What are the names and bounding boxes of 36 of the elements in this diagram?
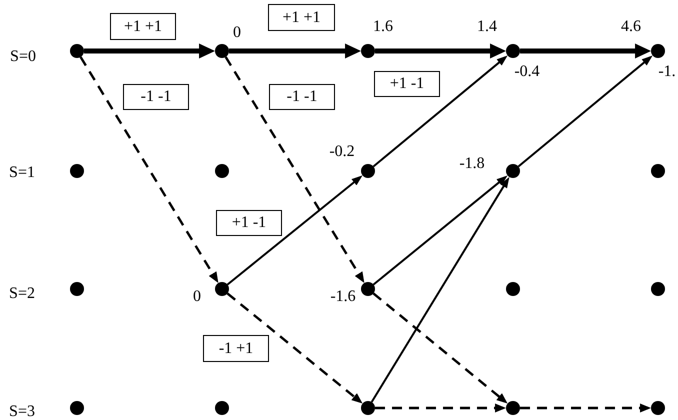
- value-label: 0: [193, 289, 201, 305]
- boxed-label: -1 -1: [123, 84, 189, 110]
- dashed-arrow: [375, 404, 506, 412]
- arrow: [372, 55, 508, 168]
- arrow: [370, 176, 510, 403]
- thick-arrow: [229, 44, 362, 58]
- value-label: -0.2: [329, 144, 355, 160]
- boxed-label: -1 +1: [203, 335, 269, 362]
- arrow: [372, 175, 508, 286]
- thick-arrow: [84, 44, 216, 58]
- value-label: -1.6: [330, 289, 356, 305]
- value-label: 4.6: [621, 19, 641, 35]
- arrow: [226, 175, 363, 286]
- dashed-arrow: [520, 404, 652, 412]
- row-label: S=3: [9, 404, 35, 420]
- row-label: S=0: [10, 49, 36, 65]
- boxed-label: -1 -1: [269, 84, 335, 110]
- dashed-arrow: [224, 56, 364, 283]
- value-label: -1.: [658, 64, 676, 80]
- boxed-label: +1 +1: [110, 13, 176, 40]
- value-label: 0: [233, 25, 241, 41]
- boxed-label: +1 -1: [216, 210, 282, 236]
- dashed-arrow: [372, 292, 508, 404]
- value-label: 1.4: [477, 19, 497, 35]
- row-label: S=1: [9, 165, 35, 181]
- value-label: -1.8: [459, 156, 485, 172]
- thick-arrow: [520, 44, 652, 58]
- boxed-label: +1 +1: [268, 4, 335, 31]
- row-label: S=2: [9, 286, 35, 302]
- arrow: [518, 55, 653, 168]
- value-label: -0.4: [514, 64, 540, 80]
- dashed-arrow: [80, 56, 218, 283]
- thick-arrow: [375, 44, 506, 58]
- value-label: 1.6: [373, 19, 393, 35]
- boxed-label: +1 -1: [374, 71, 440, 97]
- dashed-arrow: [226, 292, 363, 404]
